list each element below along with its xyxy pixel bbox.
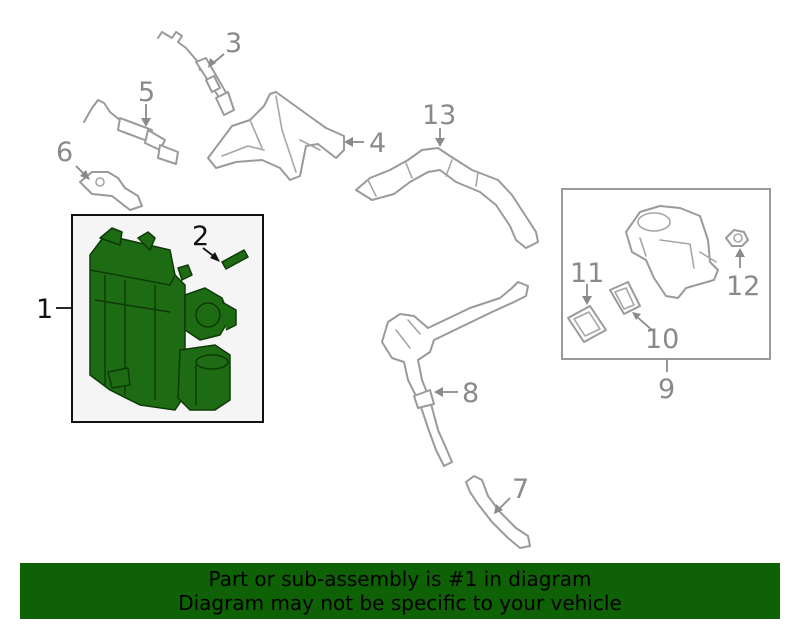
- part-11-gasket[interactable]: [567, 305, 607, 343]
- part-5-sensor[interactable]: [83, 99, 179, 165]
- part-1-canister[interactable]: [89, 227, 237, 411]
- callout-11: 11: [570, 258, 604, 289]
- callout-12: 12: [726, 271, 760, 302]
- callout-10: 10: [645, 324, 679, 355]
- leader-10: [632, 312, 653, 331]
- part-13-hose[interactable]: [355, 147, 539, 249]
- leader-3: [208, 53, 225, 68]
- callout-7: 7: [512, 474, 529, 505]
- leader-6: [75, 165, 90, 180]
- part-8-pipe[interactable]: [381, 281, 529, 467]
- leader-12: [735, 248, 745, 268]
- part-9-separator[interactable]: [625, 205, 719, 299]
- callout-6: 6: [56, 137, 73, 168]
- leader-8: [434, 387, 458, 397]
- callout-9: 9: [658, 374, 675, 405]
- leader-7: [494, 497, 511, 514]
- part-2-bolt[interactable]: [221, 249, 249, 270]
- callout-13: 13: [422, 100, 456, 131]
- notice-banner: Part or sub-assembly is #1 in diagram Di…: [20, 563, 780, 619]
- leader-11: [582, 284, 592, 305]
- part-10-gasket[interactable]: [609, 281, 641, 315]
- leader-4: [344, 137, 364, 147]
- leader-13: [435, 128, 445, 147]
- callout-5: 5: [138, 77, 155, 108]
- banner-line-2: Diagram may not be specific to your vehi…: [178, 591, 622, 615]
- banner-line-1: Part or sub-assembly is #1 in diagram: [208, 567, 592, 591]
- part-6-bracket[interactable]: [79, 171, 143, 211]
- callout-1: 1: [36, 294, 53, 325]
- callout-3: 3: [225, 28, 242, 59]
- leader-2: [202, 247, 220, 262]
- leader-5: [141, 104, 151, 127]
- part-3-sensor[interactable]: [157, 31, 235, 116]
- callout-2: 2: [192, 221, 209, 252]
- callout-8: 8: [462, 378, 479, 409]
- callout-4: 4: [369, 128, 386, 159]
- part-12-plug[interactable]: [725, 229, 749, 247]
- part-4-heat-shield[interactable]: [207, 91, 345, 181]
